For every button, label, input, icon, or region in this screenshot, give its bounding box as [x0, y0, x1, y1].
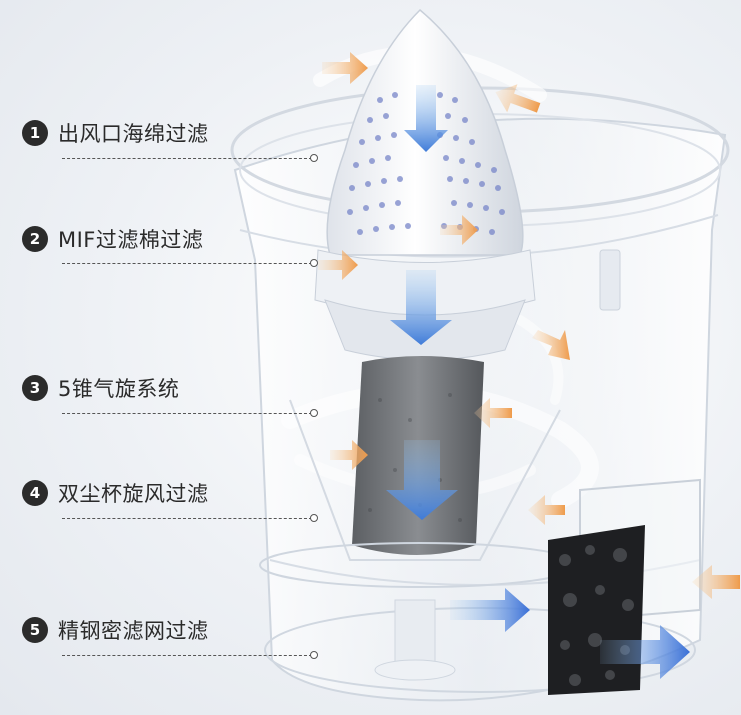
callout-label: 精钢密滤网过滤 [58, 619, 209, 643]
callout-label: 双尘杯旋风过滤 [58, 482, 209, 506]
steel-mesh-filter [548, 525, 645, 695]
callout-number-badge: 4 [22, 480, 48, 506]
leader-dot-5 [310, 651, 318, 659]
leader-dot-3 [310, 409, 318, 417]
leader-dot-2 [310, 259, 318, 267]
callout-3: 3 5锥气旋系统 [22, 372, 179, 404]
leader-line-5 [62, 655, 312, 656]
inflow-arrows [318, 52, 740, 599]
leader-line-3 [62, 413, 312, 414]
callout-4: 4 双尘杯旋风过滤 [22, 477, 209, 509]
callout-2: 2 MIF过滤棉过滤 [22, 223, 203, 255]
callout-label: MIF过滤棉过滤 [58, 228, 204, 252]
leader-dot-1 [310, 154, 318, 162]
outflow-arrows [386, 85, 690, 679]
callout-number-badge: 3 [22, 375, 48, 401]
callout-number-badge: 1 [22, 120, 48, 146]
leader-line-2 [62, 263, 312, 264]
callout-5: 5 精钢密滤网过滤 [22, 614, 209, 646]
leader-dot-4 [310, 514, 318, 522]
callout-1: 1 出风口海绵过滤 [22, 117, 209, 149]
leader-line-4 [62, 518, 312, 519]
callout-label: 出风口海绵过滤 [58, 122, 209, 146]
leader-line-1 [62, 158, 312, 159]
callout-label: 5锥气旋系统 [58, 377, 180, 401]
callout-number-badge: 5 [22, 617, 48, 643]
callout-number-badge: 2 [22, 226, 48, 252]
